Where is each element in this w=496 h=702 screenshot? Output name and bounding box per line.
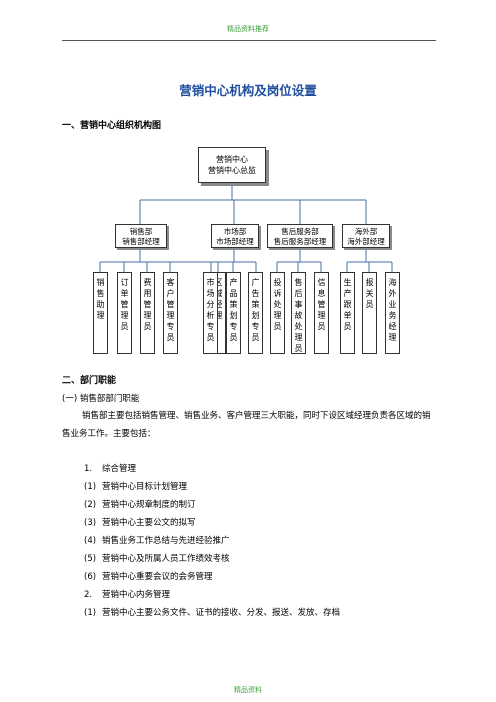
org-position: 市场分析专员 [203, 272, 218, 354]
list-item: (1) 营销中心目标计划管理 [84, 480, 187, 492]
subsection-heading-sales: (一) 销售部部门职能 [62, 394, 140, 404]
org-position-label: 销售助理 [96, 278, 105, 320]
list-item-number: (1) [84, 608, 97, 618]
section-heading-org-chart: 一、营销中心组织机构图 [62, 121, 162, 131]
list-item-text: 营销中心内务管理 [102, 590, 171, 600]
sales-intro-paragraph: 销售部主要包括销售管理、销售业务、客户管理三大职能，同时下设区域经理负责各区域的… [62, 411, 431, 439]
org-node-role: 海外部经理 [347, 237, 385, 246]
org-position-label: 海外业务经理 [388, 278, 397, 342]
list-item-number: (6) [84, 572, 97, 582]
org-position-label: 费用管理员 [143, 278, 152, 331]
org-position-label: 售后事故处理员 [294, 278, 303, 353]
list-item-number: (3) [84, 518, 97, 528]
org-node-marketing-dept: 市场部 市场部经理 [211, 224, 259, 248]
org-position-label: 报关员 [365, 278, 374, 309]
list-item: 1. 综合管理 [84, 462, 136, 474]
list-item: 2. 营销中心内务管理 [84, 588, 170, 600]
org-node-title: 销售部 [129, 227, 153, 236]
org-position: 信息管理员 [314, 272, 329, 354]
org-node-role: 售后服务部经理 [273, 237, 327, 246]
list-item-text: 综合管理 [102, 464, 137, 474]
list-item: (4) 销售业务工作总结与先进经验推广 [84, 534, 230, 546]
list-item-text: 营销中心目标计划管理 [102, 482, 188, 492]
list-item-number: (4) [84, 536, 97, 546]
org-node-service-dept: 售后服务部 售后服务部经理 [267, 224, 333, 248]
org-position-label: 信息管理员 [317, 278, 326, 331]
list-item-number: (2) [84, 500, 97, 510]
org-position-label: 广告策划专员 [251, 278, 260, 342]
org-position: 生产跟单员 [340, 272, 355, 354]
org-position-label: 市场分析专员 [206, 278, 215, 342]
list-item-text: 营销中心主要公文的拟写 [102, 518, 196, 528]
org-position: 海外业务经理 [385, 272, 400, 354]
list-item-number: 1. [84, 464, 93, 474]
org-position: 产品策划专员 [226, 272, 241, 354]
org-node-role: 营销中心总监 [208, 166, 256, 175]
org-position-label: 订单管理员 [120, 278, 129, 331]
org-position-label: 产品策划专员 [229, 278, 238, 342]
header-divider [62, 40, 436, 41]
list-item-text: 营销中心规章制度的制订 [102, 500, 196, 510]
section-heading-dept-functions: 二、部门职能 [62, 376, 117, 386]
list-item-text: 营销中心及所属人员工作绩效考核 [102, 554, 230, 564]
org-position: 订单管理员 [117, 272, 132, 354]
org-node-sales-dept: 销售部 销售部经理 [115, 224, 167, 248]
org-node-overseas-dept: 海外部 海外部经理 [342, 224, 390, 248]
list-item: (5) 营销中心及所属人员工作绩效考核 [84, 552, 230, 564]
org-position: 客户管理专员 [163, 272, 178, 354]
org-node-title: 售后服务部 [281, 227, 319, 236]
org-position: 投诉处理员 [270, 272, 285, 354]
list-item-text: 营销中心重要会议的会务管理 [102, 572, 213, 582]
list-item-number: (1) [84, 482, 97, 492]
list-item-text: 销售业务工作总结与先进经验推广 [102, 536, 230, 546]
list-item-number: 2. [84, 590, 93, 600]
org-position: 售后事故处理员 [291, 272, 306, 354]
org-position-label: 区域经理 [214, 278, 223, 320]
list-item: (6) 营销中心重要会议的会务管理 [84, 570, 213, 582]
org-node-role: 销售部经理 [122, 237, 160, 246]
list-item: (1) 营销中心主要公务文件、证书的接收、分发、报送、发放、存档 [84, 606, 340, 618]
org-node-role: 市场部经理 [216, 237, 254, 246]
org-position: 费用管理员 [140, 272, 155, 354]
org-node-title: 海外部 [354, 227, 378, 236]
org-position: 广告策划专员 [248, 272, 263, 354]
org-position-label: 客户管理专员 [166, 278, 175, 342]
page-title: 营销中心机构及岗位设置 [179, 83, 317, 98]
org-position-label: 投诉处理员 [273, 278, 282, 331]
org-position-label: 生产跟单员 [343, 278, 352, 331]
list-item: (3) 营销中心主要公文的拟写 [84, 516, 196, 528]
list-item: (2) 营销中心规章制度的制订 [84, 498, 196, 510]
org-node-title: 营销中心 [216, 155, 248, 164]
org-node-title: 市场部 [223, 227, 247, 236]
header-link[interactable]: 精品资料推荐 [227, 25, 269, 33]
list-item-text: 营销中心主要公务文件、证书的接收、分发、报送、发放、存档 [102, 608, 341, 618]
org-position: 报关员 [362, 272, 377, 354]
org-position: 销售助理 [93, 272, 108, 354]
org-node-marketing-center: 营销中心 营销中心总监 [198, 147, 266, 183]
footer-link[interactable]: 精品资料 [234, 686, 262, 694]
list-item-number: (5) [84, 554, 97, 564]
